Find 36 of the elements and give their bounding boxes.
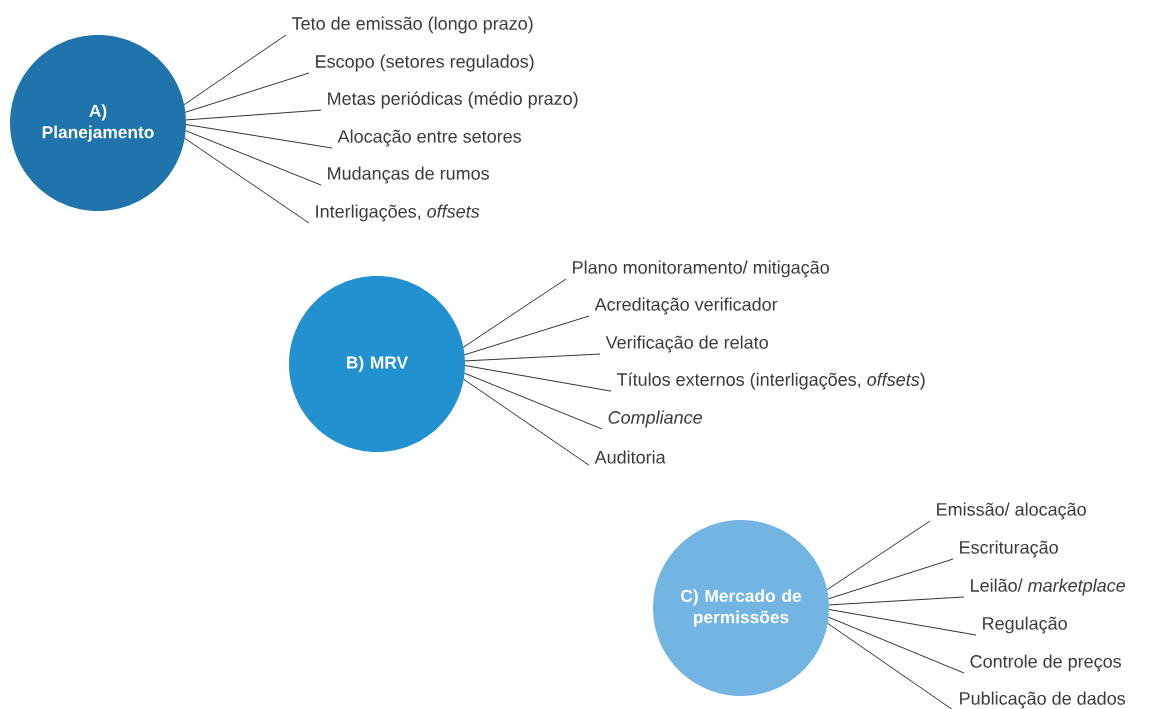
leader-line — [828, 558, 954, 600]
item-label: Acreditação verificador — [594, 297, 778, 315]
item-label: Leilão/ marketplace — [971, 578, 1125, 596]
item-label: Escopo (setores regulados) — [316, 54, 534, 72]
leader-line — [464, 315, 590, 356]
item-label: Emissão/ alocação — [937, 502, 1086, 520]
leader-line — [464, 353, 601, 362]
leader-line — [184, 137, 310, 224]
item-label: Interligações, offsets — [316, 204, 480, 222]
leader-line — [185, 130, 322, 186]
leader-line — [185, 124, 333, 149]
leader-line — [184, 72, 310, 113]
item-label: Auditoria — [594, 450, 666, 464]
item-label: Escrituração — [960, 540, 1058, 558]
item-label: Publicação de dados — [960, 691, 1125, 709]
leader-line — [464, 365, 612, 392]
leader-line — [463, 278, 567, 348]
leader-line — [828, 609, 977, 636]
leader-line — [463, 378, 590, 466]
item-label: Controle de preços — [970, 654, 1121, 672]
item-label: Alocação entre setores — [337, 129, 521, 147]
leader-line — [183, 34, 287, 106]
item-label: Mudanças de rumos — [328, 166, 489, 184]
leader-line — [464, 372, 603, 430]
item-label: Teto de emissão (longo prazo) — [292, 16, 533, 34]
leader-line — [185, 109, 322, 121]
item-label: Compliance — [608, 410, 702, 428]
leader-line — [828, 616, 965, 674]
item-label: Verificação de relato — [605, 335, 768, 353]
leader-line — [828, 596, 965, 606]
item-label: Regulação — [983, 616, 1067, 634]
leader-line — [826, 520, 931, 591]
item-label: Metas periódicas (médio prazo) — [328, 91, 578, 109]
leader-line — [827, 622, 954, 709]
item-label: Títulos externos (interligações, offsets) — [617, 372, 925, 390]
item-label: Plano monitoramento/ mitigação — [573, 260, 829, 278]
